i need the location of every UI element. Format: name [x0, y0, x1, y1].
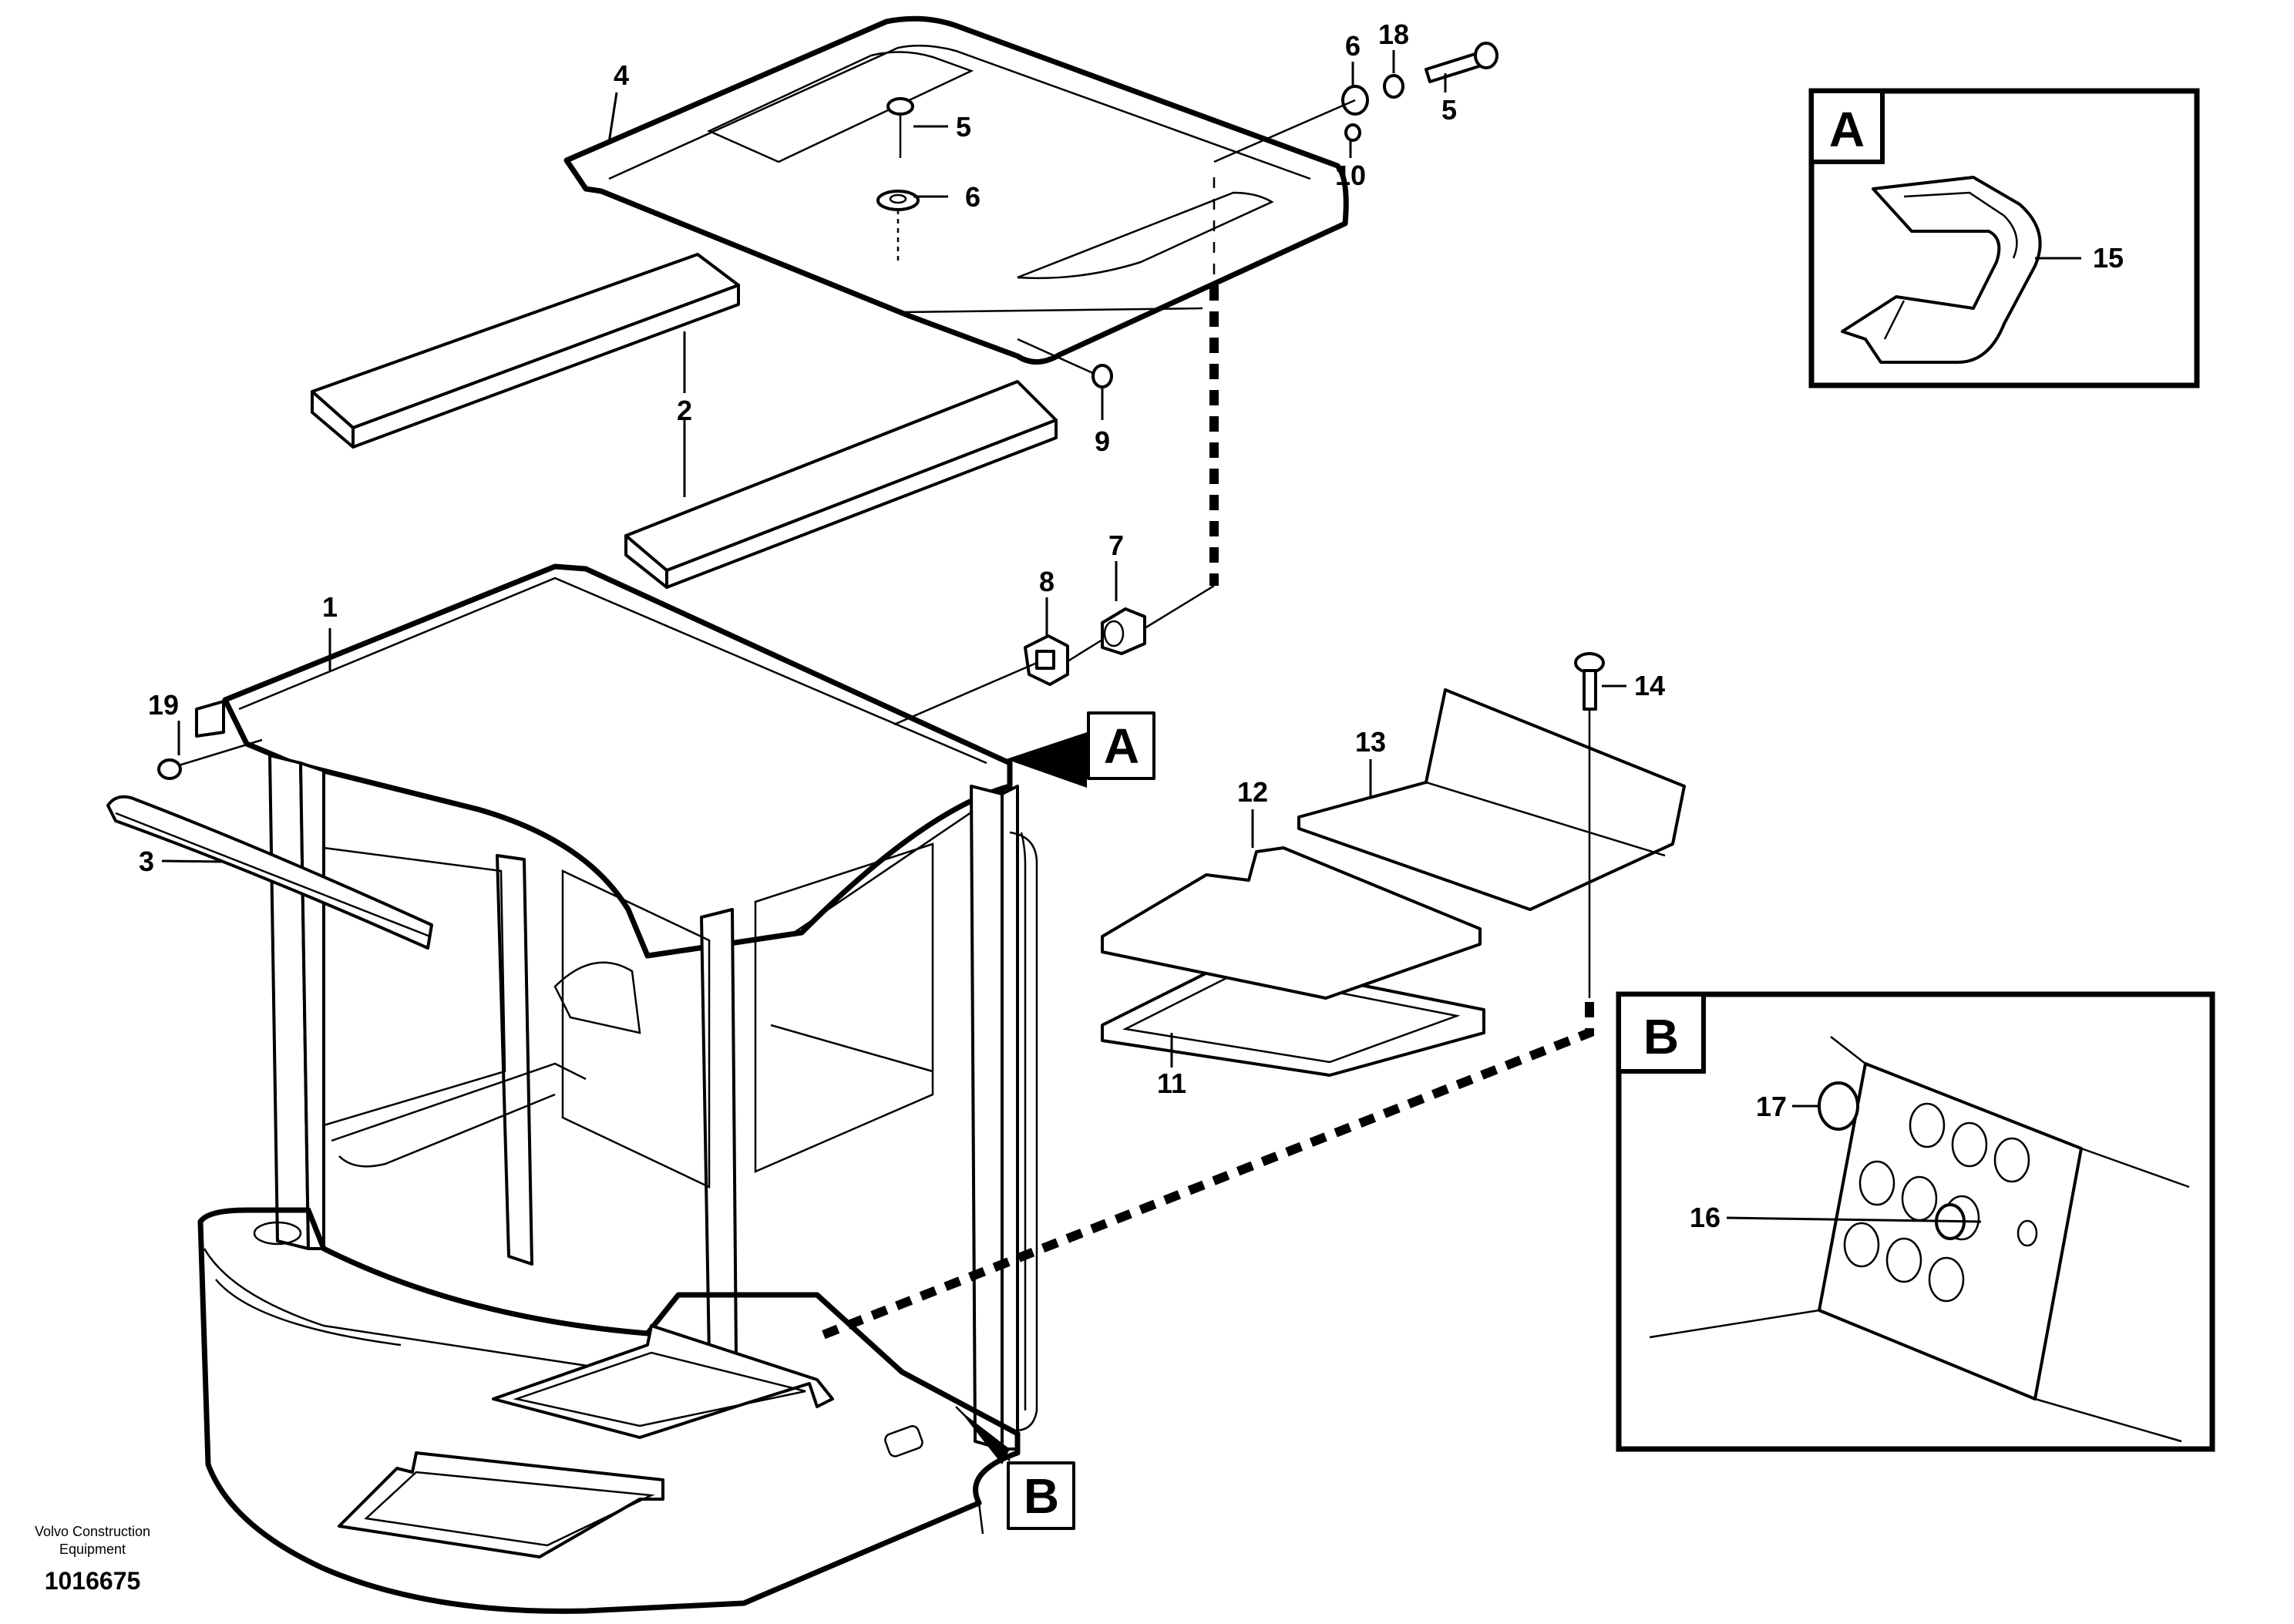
callout-12: 12: [1237, 776, 1268, 808]
callout-15: 15: [2093, 242, 2124, 274]
callout-7: 7: [1108, 530, 1124, 561]
side-bolt-assembly: [1213, 42, 1498, 163]
callout-19: 19: [148, 689, 179, 721]
roof-cover: [563, 15, 1349, 365]
insulation-panel-lower: [624, 380, 1058, 589]
callout-6b: 6: [1345, 30, 1361, 62]
link-dashed-floor: [815, 1002, 1594, 1342]
callout-2: 2: [677, 395, 692, 426]
roof-washer: [876, 190, 920, 262]
view-tag-a: A: [1002, 711, 1155, 788]
view-tag-b-text: B: [1024, 1468, 1059, 1524]
grommet-17: [1818, 1081, 1859, 1131]
rubber-mount: [1101, 584, 1215, 655]
callout-4: 4: [614, 59, 629, 91]
floor-screw-14: [1574, 652, 1605, 998]
roof-bolt: [886, 97, 914, 158]
callout-5b: 5: [1441, 94, 1457, 126]
duct-part-15: [1841, 176, 2042, 364]
callout-3: 3: [139, 846, 154, 877]
credit-line-1: Volvo Construction: [35, 1524, 150, 1539]
document-number: 1016675: [45, 1567, 141, 1595]
callout-6a: 6: [965, 181, 980, 213]
view-tag-b: B: [955, 1406, 1075, 1530]
callout-14: 14: [1634, 670, 1665, 701]
floor-plate-13: [1297, 688, 1686, 911]
roof-plug: [1017, 338, 1113, 388]
insulation-panel-upper: [311, 253, 740, 449]
detail-view-b: B: [1616, 991, 2215, 1452]
callout-17: 17: [1756, 1091, 1787, 1122]
callout-13: 13: [1355, 726, 1386, 758]
callout-5a: 5: [956, 111, 971, 143]
credit-line-2: Equipment: [59, 1542, 126, 1557]
callout-16: 16: [1690, 1202, 1720, 1233]
callout-18: 18: [1378, 18, 1409, 50]
side-plug: [157, 700, 263, 780]
callout-8: 8: [1039, 566, 1054, 597]
callout-11: 11: [1157, 1068, 1186, 1099]
view-tag-a-text: A: [1104, 718, 1139, 774]
callout-9: 9: [1095, 425, 1110, 457]
mount-bracket: [893, 634, 1103, 726]
detail-view-a-label: A: [1829, 102, 1865, 157]
detail-view-a: A: [1808, 88, 2200, 388]
callout-1: 1: [322, 591, 338, 623]
callout-10: 10: [1335, 160, 1366, 191]
floor-plate-12: [1101, 846, 1482, 1000]
leaders: [161, 50, 2081, 1223]
cab-frame: [197, 563, 1038, 1614]
detail-view-b-label: B: [1643, 1009, 1679, 1064]
